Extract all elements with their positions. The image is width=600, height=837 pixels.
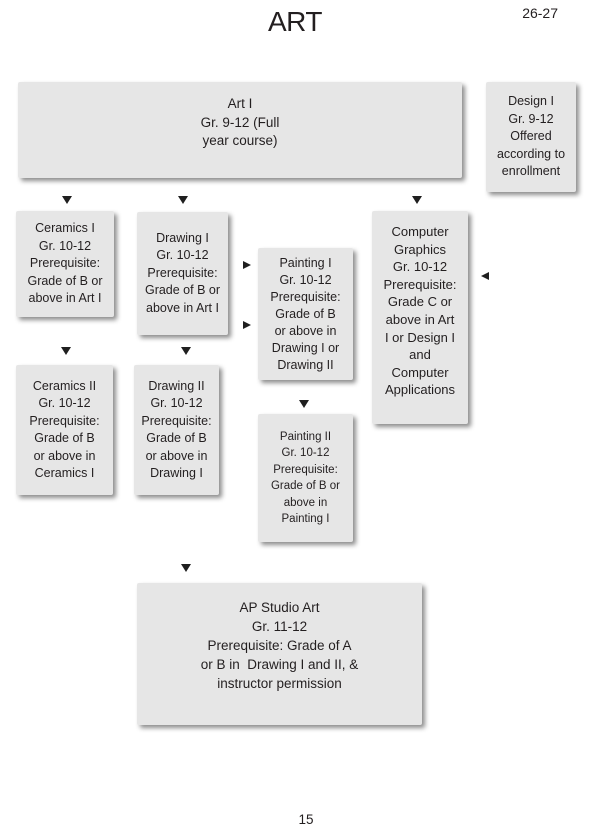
page-title: ART (268, 6, 323, 37)
year-label: 26-27 (522, 5, 558, 21)
arrow-down-to-ceramics-i-icon (62, 196, 72, 204)
arrow-right-to-painting-i-upper-icon (243, 261, 251, 269)
arrow-down-to-computer-graphics-icon (412, 196, 422, 204)
arrow-left-to-computer-graphics-icon (481, 272, 489, 280)
arrow-down-to-painting-ii-icon (299, 400, 309, 408)
arrow-down-to-drawing-ii-icon (181, 347, 191, 355)
page-number: 15 (298, 812, 314, 827)
arrow-down-to-drawing-i-icon (178, 196, 188, 204)
arrow-right-to-painting-i-lower-icon (243, 321, 251, 329)
arrow-down-to-ceramics-ii-icon (61, 347, 71, 355)
arrow-down-to-ap-studio-art-icon (181, 564, 191, 572)
